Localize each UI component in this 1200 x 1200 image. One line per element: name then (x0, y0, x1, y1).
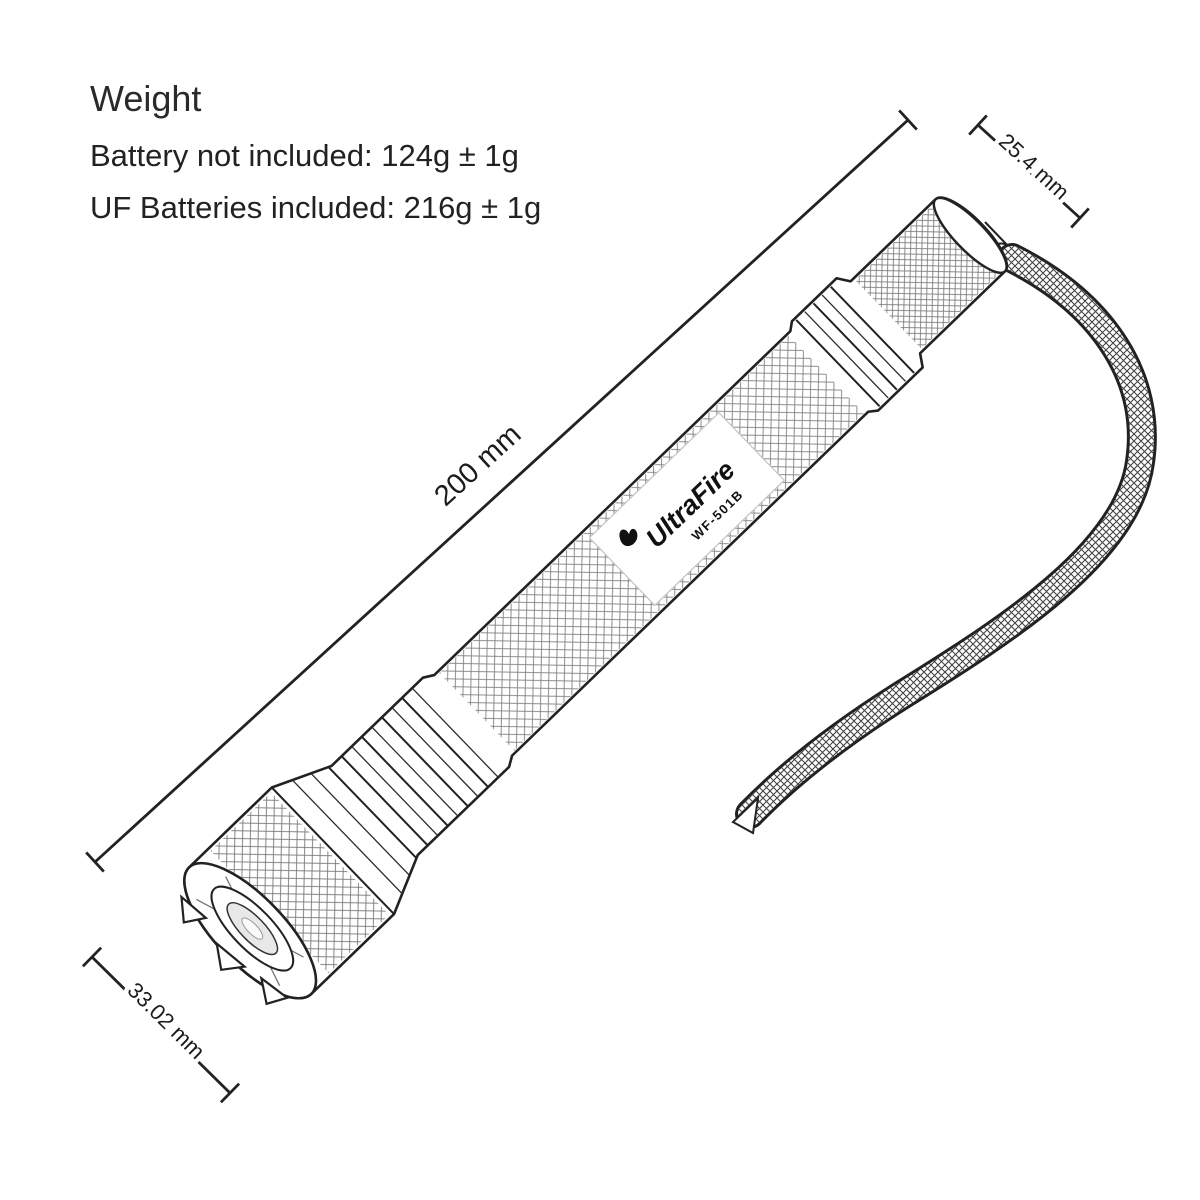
led-hotspot (241, 917, 264, 940)
lanyard-weave-texture (738, 246, 1154, 826)
taper-line (310, 772, 411, 876)
crown-tooth (180, 894, 209, 924)
crown-tooth (259, 975, 290, 1006)
taper-line (291, 779, 403, 895)
dimension-tick (85, 851, 105, 873)
lanyard-tip (731, 795, 760, 835)
weight-spec-block: Weight Battery not included: 124g ± 1g U… (90, 78, 541, 242)
weight-line-battery-not-included: Battery not included: 124g ± 1g (90, 138, 519, 173)
dimension-tick (219, 1082, 241, 1104)
bezel-front-face (180, 861, 318, 1006)
neck-groove-rings (340, 687, 499, 847)
tail-groove-rings (795, 285, 915, 408)
dimension-length-label: 200 mm (428, 418, 527, 512)
crown-tooth (215, 940, 248, 972)
head-taper-ring (271, 786, 395, 915)
weight-heading: Weight (90, 78, 202, 119)
dimension-head-diameter: 33.02 mm (81, 946, 241, 1104)
flashlight-illustration: UltraFire WF-501B (180, 196, 1009, 1006)
brand-flame-icon (619, 528, 638, 547)
tailcap-end-face (932, 196, 1008, 274)
dimension-head-diameter-label: 33.02 mm (123, 977, 210, 1063)
dimension-tick (898, 109, 918, 131)
dimension-tail-diameter-label: 25.4 mm (994, 128, 1074, 204)
head-knurl-texture (210, 792, 390, 974)
taper-line (327, 766, 417, 859)
dimension-tick (81, 946, 103, 968)
lanyard-strap (731, 221, 1157, 835)
dimension-tail-diameter: 25.4 mm (968, 114, 1090, 229)
weight-line-uf-batteries-included: UF Batteries included: 216g ± 1g (90, 190, 542, 225)
dimension-tick (968, 114, 988, 136)
dimension-tick (1070, 207, 1090, 229)
